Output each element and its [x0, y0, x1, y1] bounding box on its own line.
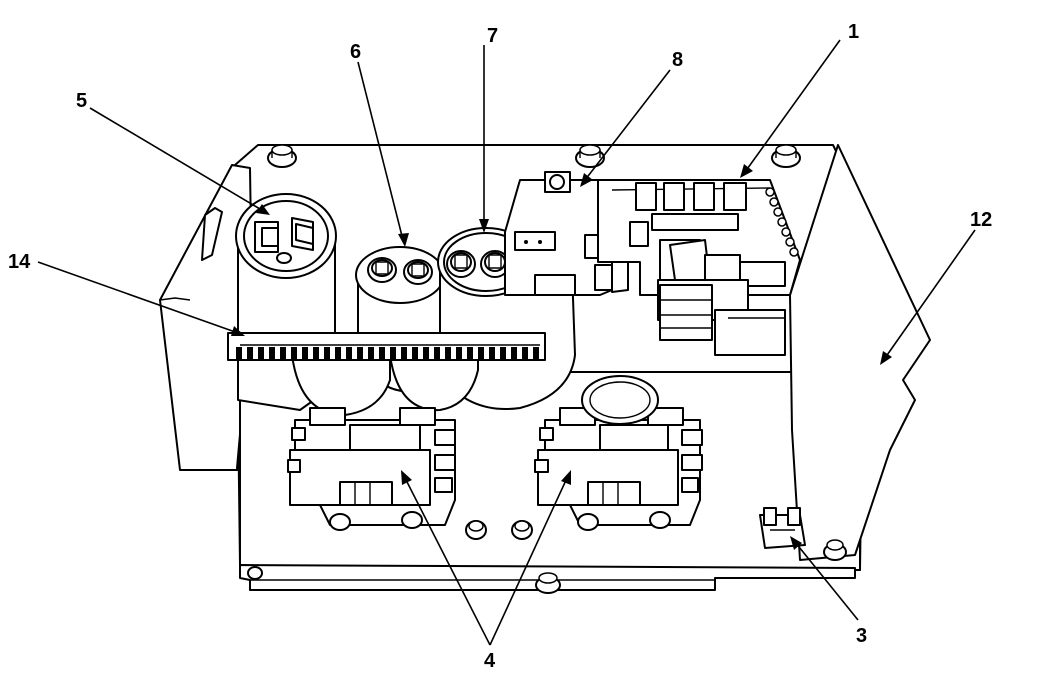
callout-6: 6	[350, 41, 361, 63]
screw	[511, 520, 533, 540]
strap-comb-teeth	[236, 347, 539, 359]
comb-tooth	[478, 347, 484, 359]
leader-lines	[37, 39, 976, 646]
comb-tooth	[489, 347, 495, 359]
capacitor-bodies-lower	[291, 354, 479, 416]
comb-tooth	[368, 347, 374, 359]
comb-tooth	[291, 347, 297, 359]
mounting-bolt	[267, 144, 297, 168]
mounting-bolt	[823, 539, 847, 561]
mounting-bolt	[247, 566, 263, 580]
comb-tooth	[302, 347, 308, 359]
comb-tooth	[335, 347, 341, 359]
comb-tooth	[346, 347, 352, 359]
mounting-bolt	[535, 572, 561, 594]
comb-tooth	[401, 347, 407, 359]
comb-tooth	[324, 347, 330, 359]
comb-tooth	[313, 347, 319, 359]
mounting-bolt	[771, 144, 801, 168]
callout-3: 3	[856, 625, 867, 647]
callout-4: 4	[484, 650, 496, 672]
comb-tooth	[500, 347, 506, 359]
callout-12: 12	[970, 209, 992, 231]
comb-tooth	[522, 347, 528, 359]
comb-tooth	[412, 347, 418, 359]
comb-tooth	[467, 347, 473, 359]
contactor-right	[534, 407, 703, 531]
comb-tooth	[236, 347, 242, 359]
callout-8: 8	[672, 49, 683, 71]
mounting-bolt	[575, 144, 605, 168]
comb-tooth	[533, 347, 539, 359]
terminal-block	[659, 284, 786, 356]
comb-tooth	[445, 347, 451, 359]
comb-tooth	[423, 347, 429, 359]
grommet-ring	[581, 375, 659, 425]
comb-tooth	[379, 347, 385, 359]
relay-module	[504, 171, 629, 296]
callout-1: 1	[848, 21, 859, 43]
comb-tooth	[434, 347, 440, 359]
capacitor-strap-bracket	[227, 332, 546, 361]
comb-tooth	[456, 347, 462, 359]
screw	[465, 520, 487, 540]
comb-tooth	[269, 347, 275, 359]
comb-tooth	[390, 347, 396, 359]
comb-tooth	[247, 347, 253, 359]
comb-tooth	[280, 347, 286, 359]
comb-tooth	[511, 347, 517, 359]
callout-14: 14	[8, 251, 31, 273]
capacitor-round-left	[235, 193, 337, 411]
callout-5: 5	[76, 90, 87, 112]
comb-tooth	[258, 347, 264, 359]
comb-tooth	[357, 347, 363, 359]
callout-7: 7	[487, 25, 498, 47]
